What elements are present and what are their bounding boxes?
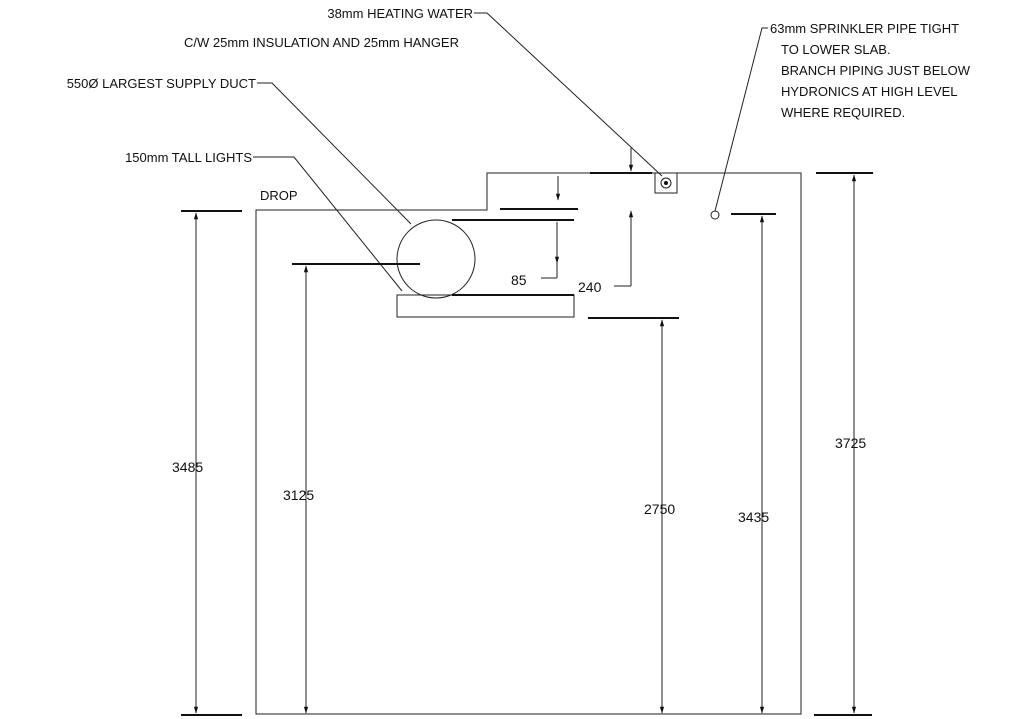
dimension-3725: [814, 172, 873, 716]
heating-pipe-symbol: [654, 172, 678, 194]
label-sprinkler-2: TO LOWER SLAB.: [781, 42, 891, 57]
dim-text-3485: 3485: [172, 459, 203, 475]
label-sprinkler-3: BRANCH PIPING JUST BELOW: [781, 63, 971, 78]
leader-lines: [253, 12, 768, 292]
dimension-240: [500, 208, 634, 287]
ceiling-step-arrows: [555, 148, 652, 201]
label-sprinkler-4: HYDRONICS AT HIGH LEVEL: [781, 84, 958, 99]
label-sprinkler-5: WHERE REQUIRED.: [781, 105, 905, 120]
dimension-3485: [181, 210, 242, 716]
sprinkler-pipe-circle: [710, 210, 720, 220]
dimension-3125: [292, 263, 420, 714]
dim-text-3125: 3125: [283, 487, 314, 503]
dim-text-3435: 3435: [738, 509, 769, 525]
label-supply-duct: 550Ø LARGEST SUPPLY DUCT: [67, 76, 256, 91]
dimension-2750: [588, 317, 679, 714]
label-drop: DROP: [260, 188, 298, 203]
label-lights: 150mm TALL LIGHTS: [125, 150, 252, 165]
dim-text-2750: 2750: [644, 501, 675, 517]
dim-text-85: 85: [511, 272, 527, 288]
label-heating-water-1: 38mm HEATING WATER: [327, 6, 473, 21]
dim-text-240: 240: [578, 279, 602, 295]
dimension-3435: [731, 213, 776, 714]
room-outline: [255, 172, 802, 715]
supply-duct-circle: [396, 219, 476, 299]
dimension-85: [452, 219, 574, 296]
dim-text-3725: 3725: [835, 435, 866, 451]
label-heating-water-2: C/W 25mm INSULATION AND 25mm HANGER: [184, 35, 459, 50]
light-fixture: [396, 294, 575, 318]
label-sprinkler-1: 63mm SPRINKLER PIPE TIGHT: [770, 21, 959, 36]
